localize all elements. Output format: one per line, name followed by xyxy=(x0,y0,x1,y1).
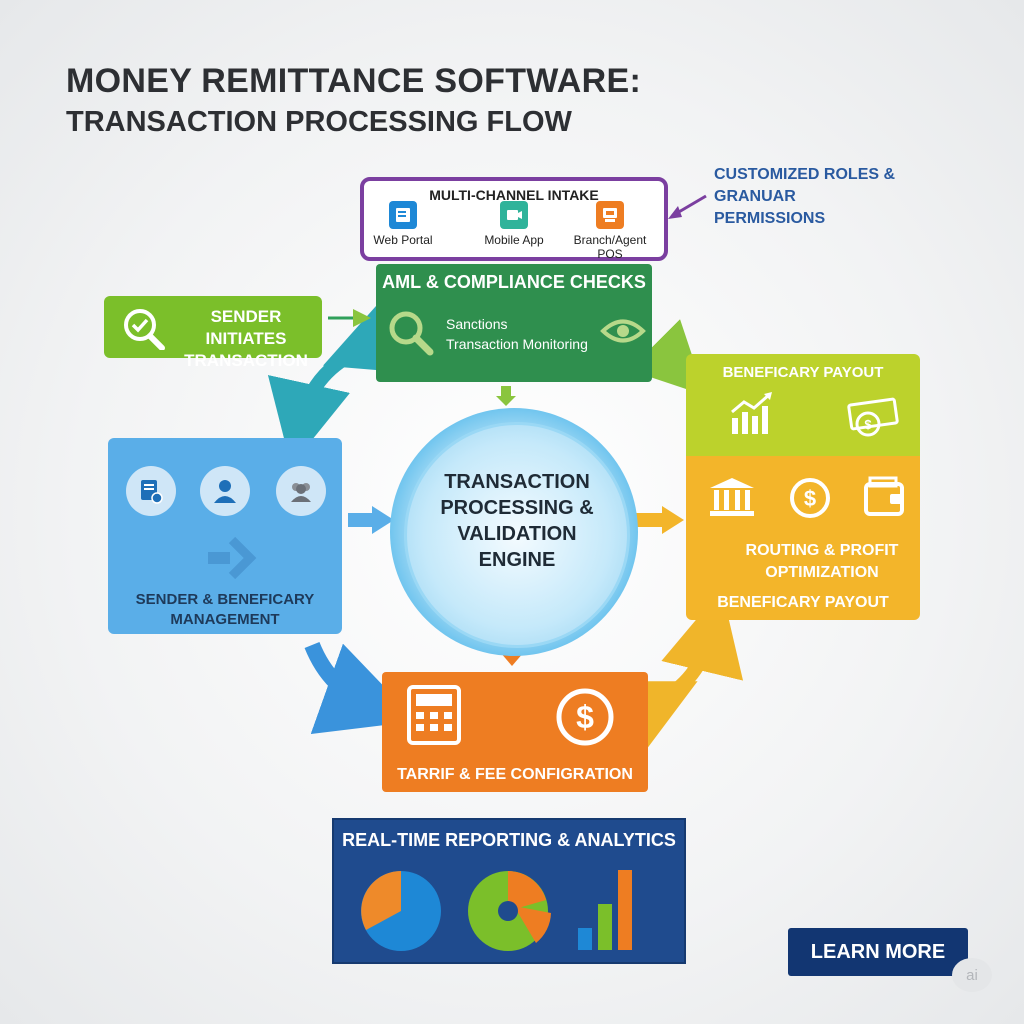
reporting-analytics-box: REAL-TIME REPORTING & ANALYTICS xyxy=(332,818,686,964)
processing-engine-circle: TRANSACTION PROCESSING & VALIDATION ENGI… xyxy=(404,422,630,648)
channel-label: Branch/Agent POS xyxy=(573,233,647,261)
svg-text:$: $ xyxy=(864,417,872,432)
tariff-label: TARRIF & FEE CONFIGRATION xyxy=(397,766,633,783)
channel-web-portal[interactable]: Web Portal xyxy=(370,201,436,247)
routing-line-2: OPTIMIZATION xyxy=(765,564,879,581)
beneficiary-payout-box: BENEFICARY PAYOUT $ xyxy=(686,354,920,458)
growth-chart-icon xyxy=(731,392,772,434)
payout-top-label: BENEFICARY PAYOUT xyxy=(722,364,884,381)
bar-chart-icon xyxy=(578,870,632,950)
intake-title: MULTI-CHANNEL INTAKE xyxy=(429,187,599,203)
channel-label: Web Portal xyxy=(373,233,433,247)
forward-arrow-icon xyxy=(208,536,257,580)
reporting-title: REAL-TIME REPORTING & ANALYTICS xyxy=(342,830,676,850)
aml-item-sanctions: Sanctions xyxy=(446,316,508,332)
engine-line-2: PROCESSING & xyxy=(440,497,594,519)
magnifier-icon xyxy=(389,311,434,356)
channel-branch-pos[interactable]: Branch/Agent POS xyxy=(560,201,660,261)
donut-pie-icon xyxy=(468,871,551,951)
arrow-tariff-to-routing xyxy=(603,589,744,757)
sender-initiates-line-2: TRANSACTION xyxy=(184,351,308,370)
roles-line-1: CUSTOMIZED ROLES & GRANUAR xyxy=(714,166,896,205)
channel-label: Mobile App xyxy=(484,233,544,247)
multi-channel-intake-box: MULTI-CHANNEL INTAKE Web Portal Mobile A… xyxy=(360,177,668,261)
svg-text:$: $ xyxy=(576,699,594,735)
sender-initiates-box: SENDER INITIATES TRANSACTION xyxy=(104,296,322,370)
routing-payout-label: BENEFICARY PAYOUT xyxy=(717,594,889,611)
bank-icon xyxy=(710,478,754,516)
arrow-aml-to-management xyxy=(267,295,417,467)
routing-line-1: ROUTING & PROFIT xyxy=(745,542,899,559)
engine-line-4: ENGINE xyxy=(478,549,556,571)
aml-compliance-box: AML & COMPLIANCE CHECKS Sanctions Transa… xyxy=(376,264,652,382)
eye-icon xyxy=(600,319,646,343)
aml-title: AML & COMPLIANCE CHECKS xyxy=(382,272,646,292)
management-line-2: MANAGEMENT xyxy=(170,611,280,628)
channel-mobile-app[interactable]: Mobile App xyxy=(476,201,552,247)
sender-beneficiary-management-box: SENDER & BENEFICARY MANAGEMENT xyxy=(108,438,342,634)
document-id-icon xyxy=(126,466,176,516)
engine-line-1: TRANSACTION xyxy=(444,471,590,493)
user-icon xyxy=(200,466,250,516)
calculator-icon xyxy=(407,685,461,745)
roles-line-2: PERMISSIONS xyxy=(714,210,826,227)
engine-line-3: VALIDATION xyxy=(457,523,577,545)
dollar-coin-icon: $ xyxy=(790,478,830,518)
routing-profit-box: $ ROUTING & PROFIT OPTIMIZATION BENEFICA… xyxy=(686,456,920,620)
cash-payment-icon: $ xyxy=(847,397,899,437)
users-group-icon xyxy=(276,466,326,516)
search-check-icon xyxy=(124,309,165,350)
dollar-coin-icon: $ xyxy=(556,688,614,746)
mobile-app-icon xyxy=(500,201,528,229)
svg-text:$: $ xyxy=(804,486,816,511)
learn-more-button[interactable]: LEARN MORE xyxy=(788,928,968,976)
pie-chart-icon xyxy=(361,871,441,951)
aml-item-monitoring: Transaction Monitoring xyxy=(446,336,588,352)
pos-terminal-icon xyxy=(596,201,624,229)
wallet-icon xyxy=(864,476,904,516)
page-title: MONEY REMITTANCE SOFTWARE: xyxy=(66,62,642,100)
sender-initiates-line-1: SENDER INITIATES xyxy=(205,307,287,348)
ai-watermark-badge: ai xyxy=(952,958,992,992)
management-line-1: SENDER & BENEFICARY xyxy=(135,591,315,608)
roles-permissions-note: CUSTOMIZED ROLES & GRANUAR PERMISSIONS xyxy=(714,164,964,230)
arrow-aml-to-payout xyxy=(629,319,706,396)
page-subtitle: TRANSACTION PROCESSING FLOW xyxy=(66,106,572,138)
web-portal-icon xyxy=(389,201,417,229)
arrow-management-to-tariff xyxy=(304,641,418,735)
tariff-fee-box: $ TARRIF & FEE CONFIGRATION xyxy=(382,672,648,792)
